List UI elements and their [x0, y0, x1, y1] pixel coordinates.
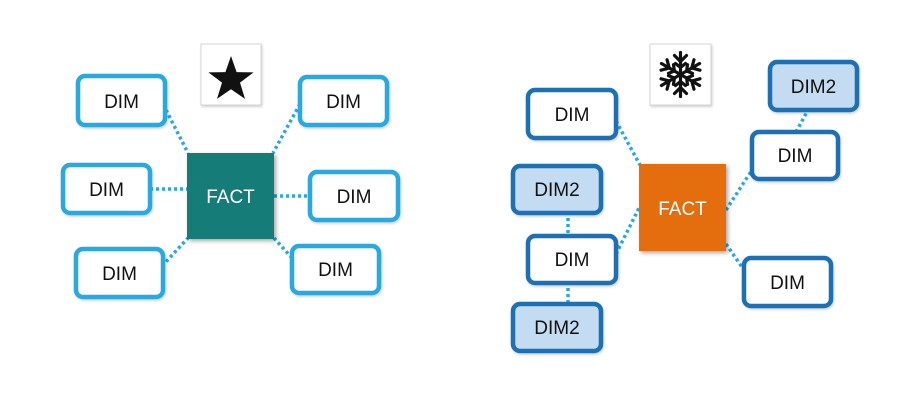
connector [164, 109, 190, 154]
connector [794, 109, 810, 133]
connector [272, 236, 294, 260]
snowflake-dim2-table: DIM2 [510, 301, 604, 354]
star-icon [208, 56, 254, 99]
dim-label: DIM [326, 92, 361, 113]
snowflake-fact-table: FACT [639, 164, 726, 251]
star-dim-table: DIM [60, 162, 153, 216]
connector [160, 236, 190, 268]
connector [614, 205, 642, 255]
snowflake-icon-tile [649, 43, 712, 106]
star-dim-table: DIM [289, 243, 382, 296]
dim-label: DIM [104, 92, 139, 113]
star-icon-tile [200, 43, 262, 106]
dim2-label: DIM2 [534, 180, 579, 201]
dim-label: DIM [555, 105, 590, 126]
snowflake-connectors [566, 109, 810, 304]
dim-label: DIM [318, 260, 353, 281]
star-connectors [150, 103, 310, 268]
star-dim-table: DIM [75, 73, 168, 128]
star-fact-table: FACT [187, 153, 274, 239]
connector [724, 243, 746, 271]
dim-label: DIM [778, 146, 813, 167]
star-dim-table: DIM [307, 169, 401, 223]
snowflake-dim2-table: DIM2 [767, 59, 860, 113]
star-dim-table: DIM [297, 74, 390, 128]
snowflake-dim-table: DIM [525, 233, 619, 286]
snowflake-dim-table: DIM [525, 87, 619, 141]
dim-label: DIM [770, 273, 805, 294]
dim-label: DIM [555, 250, 590, 271]
snowflake-schema: FACT DIM DIM2 DIM DIM2 DIM2 DIM [510, 43, 860, 354]
snowflake-dim2-table: DIM2 [510, 163, 604, 216]
dim-label: DIM [89, 180, 124, 201]
star-schema: FACT DIM DIM DIM DIM DIM DIM [60, 43, 401, 300]
fact-label: FACT [206, 187, 255, 208]
snowflake-dim-table: DIM [741, 255, 834, 309]
dim2-label: DIM2 [534, 318, 579, 339]
dim2-label: DIM2 [791, 77, 836, 98]
fact-label: FACT [658, 199, 707, 220]
connector [271, 103, 302, 154]
connector [724, 169, 754, 211]
dim-label: DIM [102, 264, 137, 285]
dim-label: DIM [337, 187, 372, 208]
connector [614, 120, 642, 166]
star-dim-table: DIM [73, 246, 166, 300]
snowflake-dim-table: DIM [749, 129, 841, 182]
snowflake-icon [656, 50, 705, 99]
